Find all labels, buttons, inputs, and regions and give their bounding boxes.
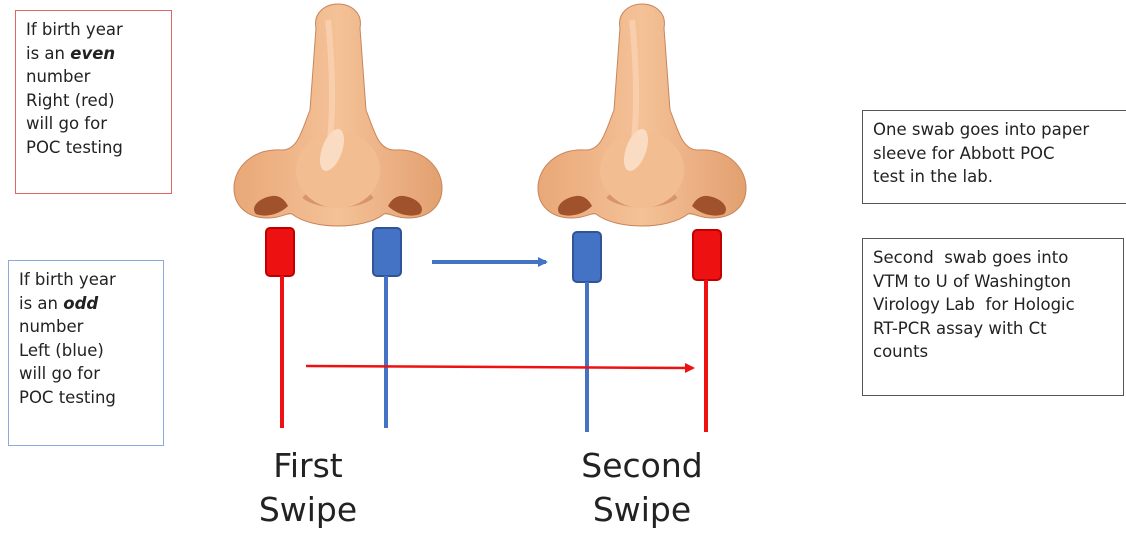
red-arrow [305, 362, 695, 373]
second-swipe-line-1: Second [581, 446, 703, 485]
second-red-swab [692, 229, 722, 432]
odd-emphasis: odd [63, 293, 99, 313]
even-line-4: Right (red) [26, 90, 115, 110]
first-swipe-line-1: First [273, 446, 343, 485]
second-swipe-label: Second Swipe [552, 444, 732, 532]
vtm-line-4: RT-PCR assay with Ct [873, 318, 1047, 338]
second-swipe-line-2: Swipe [592, 490, 692, 529]
vtm-line-2: VTM to U of Washington [873, 271, 1072, 291]
even-line-2-prefix: is an [26, 43, 71, 63]
odd-line-5: will go for [19, 364, 100, 383]
odd-birth-year-note: If birth year is an odd number Left (blu… [8, 260, 164, 446]
poc-line-1: One swab goes into paper [873, 120, 1090, 139]
abbott-poc-note: One swab goes into paper sleeve for Abbo… [862, 110, 1126, 204]
poc-line-2: sleeve for Abbott POC [873, 143, 1055, 163]
even-emphasis: even [70, 43, 116, 63]
even-line-3: number [26, 67, 91, 86]
first-red-swab [265, 227, 295, 428]
odd-line-4: Left (blue) [19, 340, 104, 360]
odd-line-2-prefix: is an [19, 293, 64, 313]
vtm-line-5: counts [873, 342, 929, 361]
odd-line-1: If birth year [19, 270, 116, 289]
first-nose-icon [233, 3, 443, 227]
vtm-pcr-note: Second swab goes into VTM to U of Washin… [862, 238, 1124, 396]
first-swipe-label: First Swipe [228, 444, 388, 532]
first-blue-swab [372, 227, 402, 428]
odd-line-2: is an odd [19, 292, 153, 316]
first-swipe-line-2: Swipe [258, 490, 358, 529]
even-line-6: POC testing [26, 137, 123, 157]
poc-line-3: test in the lab. [873, 167, 993, 186]
odd-line-6: POC testing [19, 387, 116, 407]
even-birth-year-note: If birth year is an even number Right (r… [15, 10, 172, 194]
odd-line-3: number [19, 317, 84, 336]
even-line-1: If birth year [26, 20, 123, 39]
vtm-line-1: Second swab goes into [873, 248, 1069, 267]
even-line-5: will go for [26, 114, 107, 133]
vtm-line-3: Virology Lab for Hologic [873, 295, 1075, 314]
second-nose-icon [537, 3, 747, 227]
second-blue-swab [572, 231, 602, 432]
even-line-2: is an even [26, 42, 161, 66]
